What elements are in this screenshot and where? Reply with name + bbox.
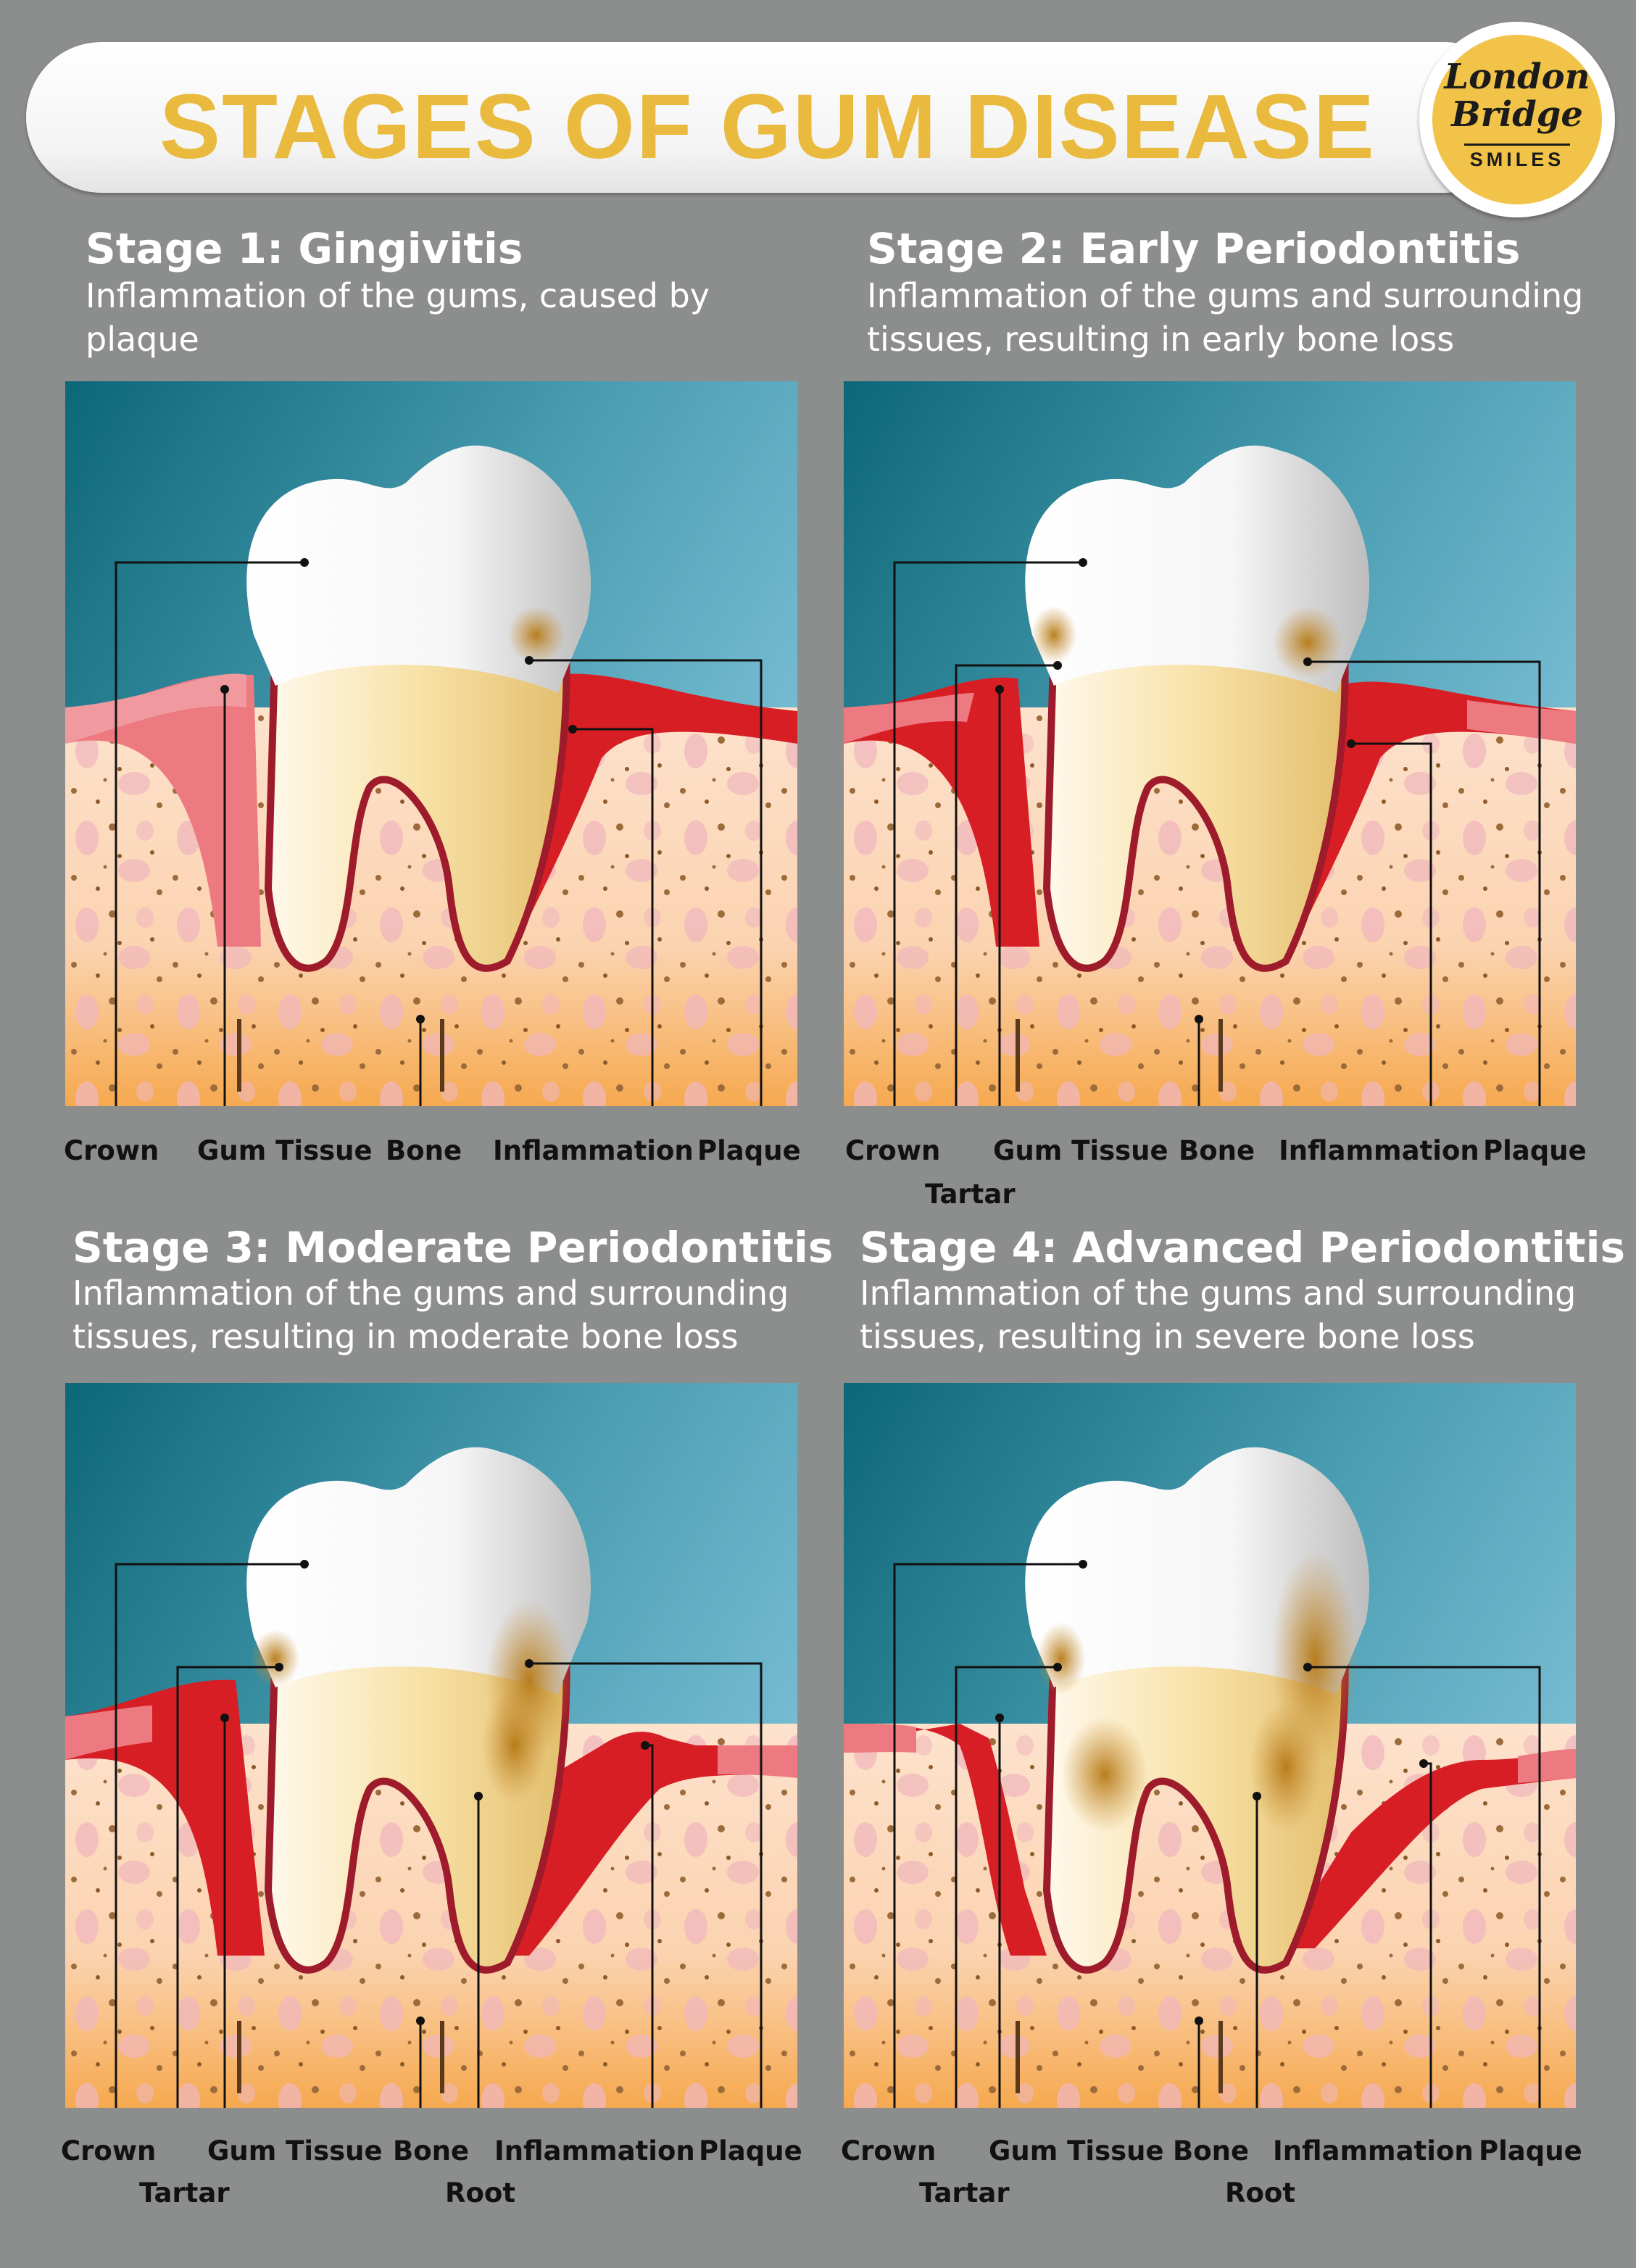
stage-2-label-gum-tissue: Gum Tissue xyxy=(993,1135,1168,1166)
tartar-stain xyxy=(1031,606,1077,664)
stage-1-illustration xyxy=(65,381,797,1106)
tooth-crown xyxy=(246,445,591,693)
stage-2-label-inflammation: Inflammation xyxy=(1279,1135,1479,1166)
stage-3-illustration xyxy=(65,1383,797,2108)
stage-1-title: Stage 1: Gingivitis xyxy=(86,224,523,273)
plaque-stain xyxy=(1273,606,1342,678)
stage-1-label-inflammation: Inflammation xyxy=(493,1135,694,1166)
london-bridge-smiles-logo[interactable]: London Bridge SMILES xyxy=(1419,22,1615,217)
logo-text-line1: London xyxy=(1444,57,1590,97)
logo-text-line3: SMILES xyxy=(1464,144,1570,170)
gum-tissue-left xyxy=(844,693,974,744)
tooth-root xyxy=(264,631,570,972)
stage-2-label-plaque: Plaque xyxy=(1483,1135,1587,1166)
stage-2-label-bone: Bone xyxy=(1179,1135,1255,1166)
plaque-stain xyxy=(507,606,565,664)
gum-tissue xyxy=(65,674,261,947)
stage-2-title: Stage 2: Early Periodontitis xyxy=(867,224,1521,273)
stage-4-label-tartar: Tartar xyxy=(919,2177,1010,2209)
stage-1-description: Inflammation of the gums, caused by plaq… xyxy=(86,276,710,359)
inflamed-gum xyxy=(500,673,797,947)
inflamed-gum-left xyxy=(844,677,1039,947)
stage-2-description: Inflammation of the gums and surrounding… xyxy=(867,276,1584,359)
stage-2-label-tartar: Tartar xyxy=(925,1179,1016,1210)
title-banner xyxy=(26,42,1519,193)
stage-3-label-gum-tissue: Gum Tissue xyxy=(207,2135,383,2167)
stage-2-illustration xyxy=(844,381,1576,1106)
stage-3-label-tartar: Tartar xyxy=(139,2177,230,2209)
stage-3-label-inflammation: Inflammation xyxy=(494,2135,695,2167)
inflamed-gum-right xyxy=(500,1732,797,1956)
stage-4-description: Inflammation of the gums and surrounding… xyxy=(860,1274,1577,1356)
stage-4-label-root: Root xyxy=(1225,2177,1296,2209)
stage-1-label-plaque: Plaque xyxy=(697,1135,801,1166)
logo-badge: London Bridge SMILES xyxy=(1432,35,1602,204)
stage-3-label-crown: Crown xyxy=(61,2135,157,2167)
stage-4-illustration xyxy=(844,1383,1576,2108)
page-title: STAGES OF GUM DISEASE xyxy=(159,75,1376,178)
stage-2-label-crown: Crown xyxy=(845,1135,941,1166)
stage-1-label-gum-tissue: Gum Tissue xyxy=(197,1135,373,1166)
stage-1-label-crown: Crown xyxy=(64,1135,159,1166)
inflamed-gum-left xyxy=(844,1724,1047,1956)
stage-4-label-bone: Bone xyxy=(1173,2135,1250,2167)
inflamed-gum-right xyxy=(1279,681,1576,947)
stage-4-label-gum-tissue: Gum Tissue xyxy=(989,2135,1164,2167)
stage-3-label-bone: Bone xyxy=(393,2135,470,2167)
stage-1-label-bone: Bone xyxy=(386,1135,462,1166)
stage-4-label-inflammation: Inflammation xyxy=(1273,2135,1474,2167)
inflamed-gum-right xyxy=(1279,1749,1576,1948)
logo-text-line2: Bridge xyxy=(1451,94,1583,135)
stage-4-label-plaque: Plaque xyxy=(1479,2135,1582,2167)
stage-3-title: Stage 3: Moderate Periodontitis xyxy=(72,1223,834,1272)
stage-4-label-crown: Crown xyxy=(841,2135,937,2167)
stage-3-label-root: Root xyxy=(445,2177,516,2209)
stage-3-label-plaque: Plaque xyxy=(699,2135,802,2167)
gum-tissue-band xyxy=(65,673,246,744)
stage-4-title: Stage 4: Advanced Periodontitis xyxy=(860,1223,1626,1272)
stage-3-description: Inflammation of the gums and surrounding… xyxy=(72,1274,789,1356)
